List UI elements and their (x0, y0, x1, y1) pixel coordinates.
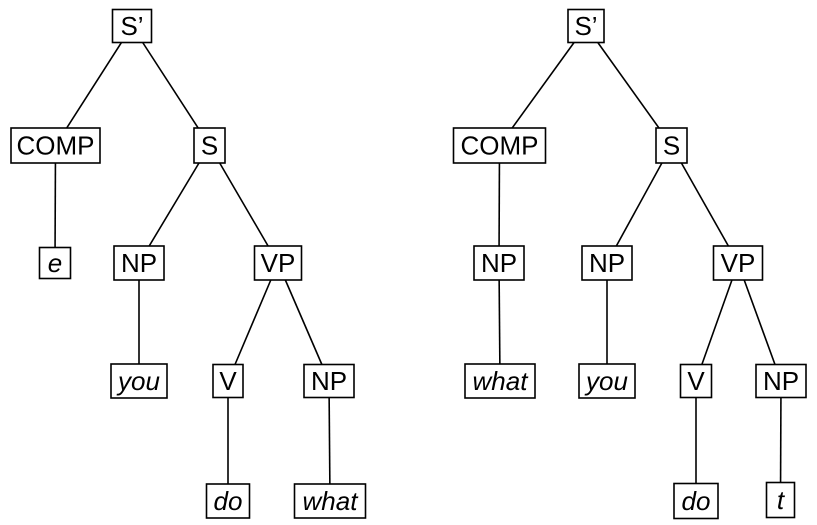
tree-edge-np1-what (498, 262, 501, 382)
node-label: do (682, 486, 711, 516)
node-box (452, 127, 547, 164)
node-label: COMP (17, 131, 95, 161)
node-label: NP (589, 248, 625, 278)
tree-node-s: S (193, 127, 226, 164)
tree-node-np1: NP (473, 245, 525, 281)
node-box (578, 363, 636, 399)
tree-node-sp: S’ (111, 8, 153, 44)
node-box (303, 363, 355, 399)
tree-node-vp: VP (253, 245, 303, 281)
node-box (712, 245, 764, 281)
node-box (567, 8, 605, 44)
tree-node-v: V (212, 363, 244, 399)
node-box (38, 246, 72, 280)
tree-edge-s-vp (208, 145, 279, 264)
tree-node-v: V (679, 363, 713, 399)
tree-edge-sp-s (585, 25, 673, 146)
tree-edge-np2-what (328, 380, 331, 502)
node-label: VP (721, 248, 756, 278)
tree-edge-sp-s (131, 25, 211, 146)
node-box (212, 363, 244, 399)
node-label: NP (311, 366, 347, 396)
tree-edge-s-np1 (138, 145, 211, 264)
tree-node-sp: S’ (567, 8, 605, 44)
node-label: S’ (574, 11, 597, 41)
tree-edge-sp-comp (54, 25, 133, 146)
node-label: S (201, 131, 218, 161)
tree-node-s: S (655, 127, 688, 164)
node-label: t (777, 485, 786, 515)
node-box (205, 483, 251, 519)
node-label: you (116, 366, 160, 396)
node-label: do (214, 486, 243, 516)
tree-edge-comp-np1 (498, 145, 501, 264)
node-box (581, 245, 633, 281)
node-label: you (584, 366, 628, 396)
tree-node-comp: COMP (10, 127, 101, 164)
tree-edge-sp-comp (498, 25, 587, 146)
node-box (111, 8, 153, 44)
node-box (765, 481, 796, 519)
node-box (464, 363, 536, 399)
tree-node-do: do (205, 483, 251, 519)
tree-edge-s-np2 (606, 145, 673, 264)
node-box (193, 127, 226, 164)
tree-edge-comp-e (54, 145, 57, 264)
tree-edge-vp-v (695, 262, 739, 382)
node-label: NP (763, 366, 799, 396)
tree-edge-vp-np3 (737, 262, 782, 382)
right-tree: S’ COMP S NP NP VP what you V NP do t (452, 8, 807, 520)
tree-edge-np3-t (779, 380, 782, 501)
node-label: S’ (120, 11, 143, 41)
node-box (655, 127, 688, 164)
tree-node-what: what (464, 363, 536, 399)
node-box (679, 363, 713, 399)
node-box (113, 245, 165, 281)
node-box (473, 245, 525, 281)
node-box (110, 363, 168, 399)
node-box (10, 127, 101, 164)
node-label: VP (261, 248, 296, 278)
node-label: V (219, 366, 237, 396)
node-label: NP (121, 248, 157, 278)
tree-node-comp: COMP (452, 127, 547, 164)
tree-edge-vp-np2 (277, 262, 330, 382)
node-label: V (687, 366, 705, 396)
node-label: e (48, 248, 62, 278)
tree-node-vp: VP (712, 245, 764, 281)
node-label: what (473, 366, 530, 396)
tree-node-np2: NP (581, 245, 633, 281)
tree-node-what: what (293, 483, 367, 519)
node-box (673, 482, 719, 520)
tree-node-np2: NP (303, 363, 355, 399)
tree-edge-vp-v (227, 262, 279, 382)
node-label: what (303, 486, 360, 516)
tree-node-you: you (578, 363, 636, 399)
node-box (755, 363, 807, 399)
tree-node-np1: NP (113, 245, 165, 281)
node-box (253, 245, 303, 281)
tree-node-t: t (765, 481, 796, 519)
tree-node-np3: NP (755, 363, 807, 399)
tree-node-e: e (38, 246, 72, 280)
node-label: NP (481, 248, 517, 278)
node-box (293, 483, 367, 519)
node-label: COMP (461, 131, 539, 161)
node-label: S (663, 131, 680, 161)
tree-node-you: you (110, 363, 168, 399)
tree-edge-s-vp (670, 145, 739, 264)
tree-node-do: do (673, 482, 719, 520)
